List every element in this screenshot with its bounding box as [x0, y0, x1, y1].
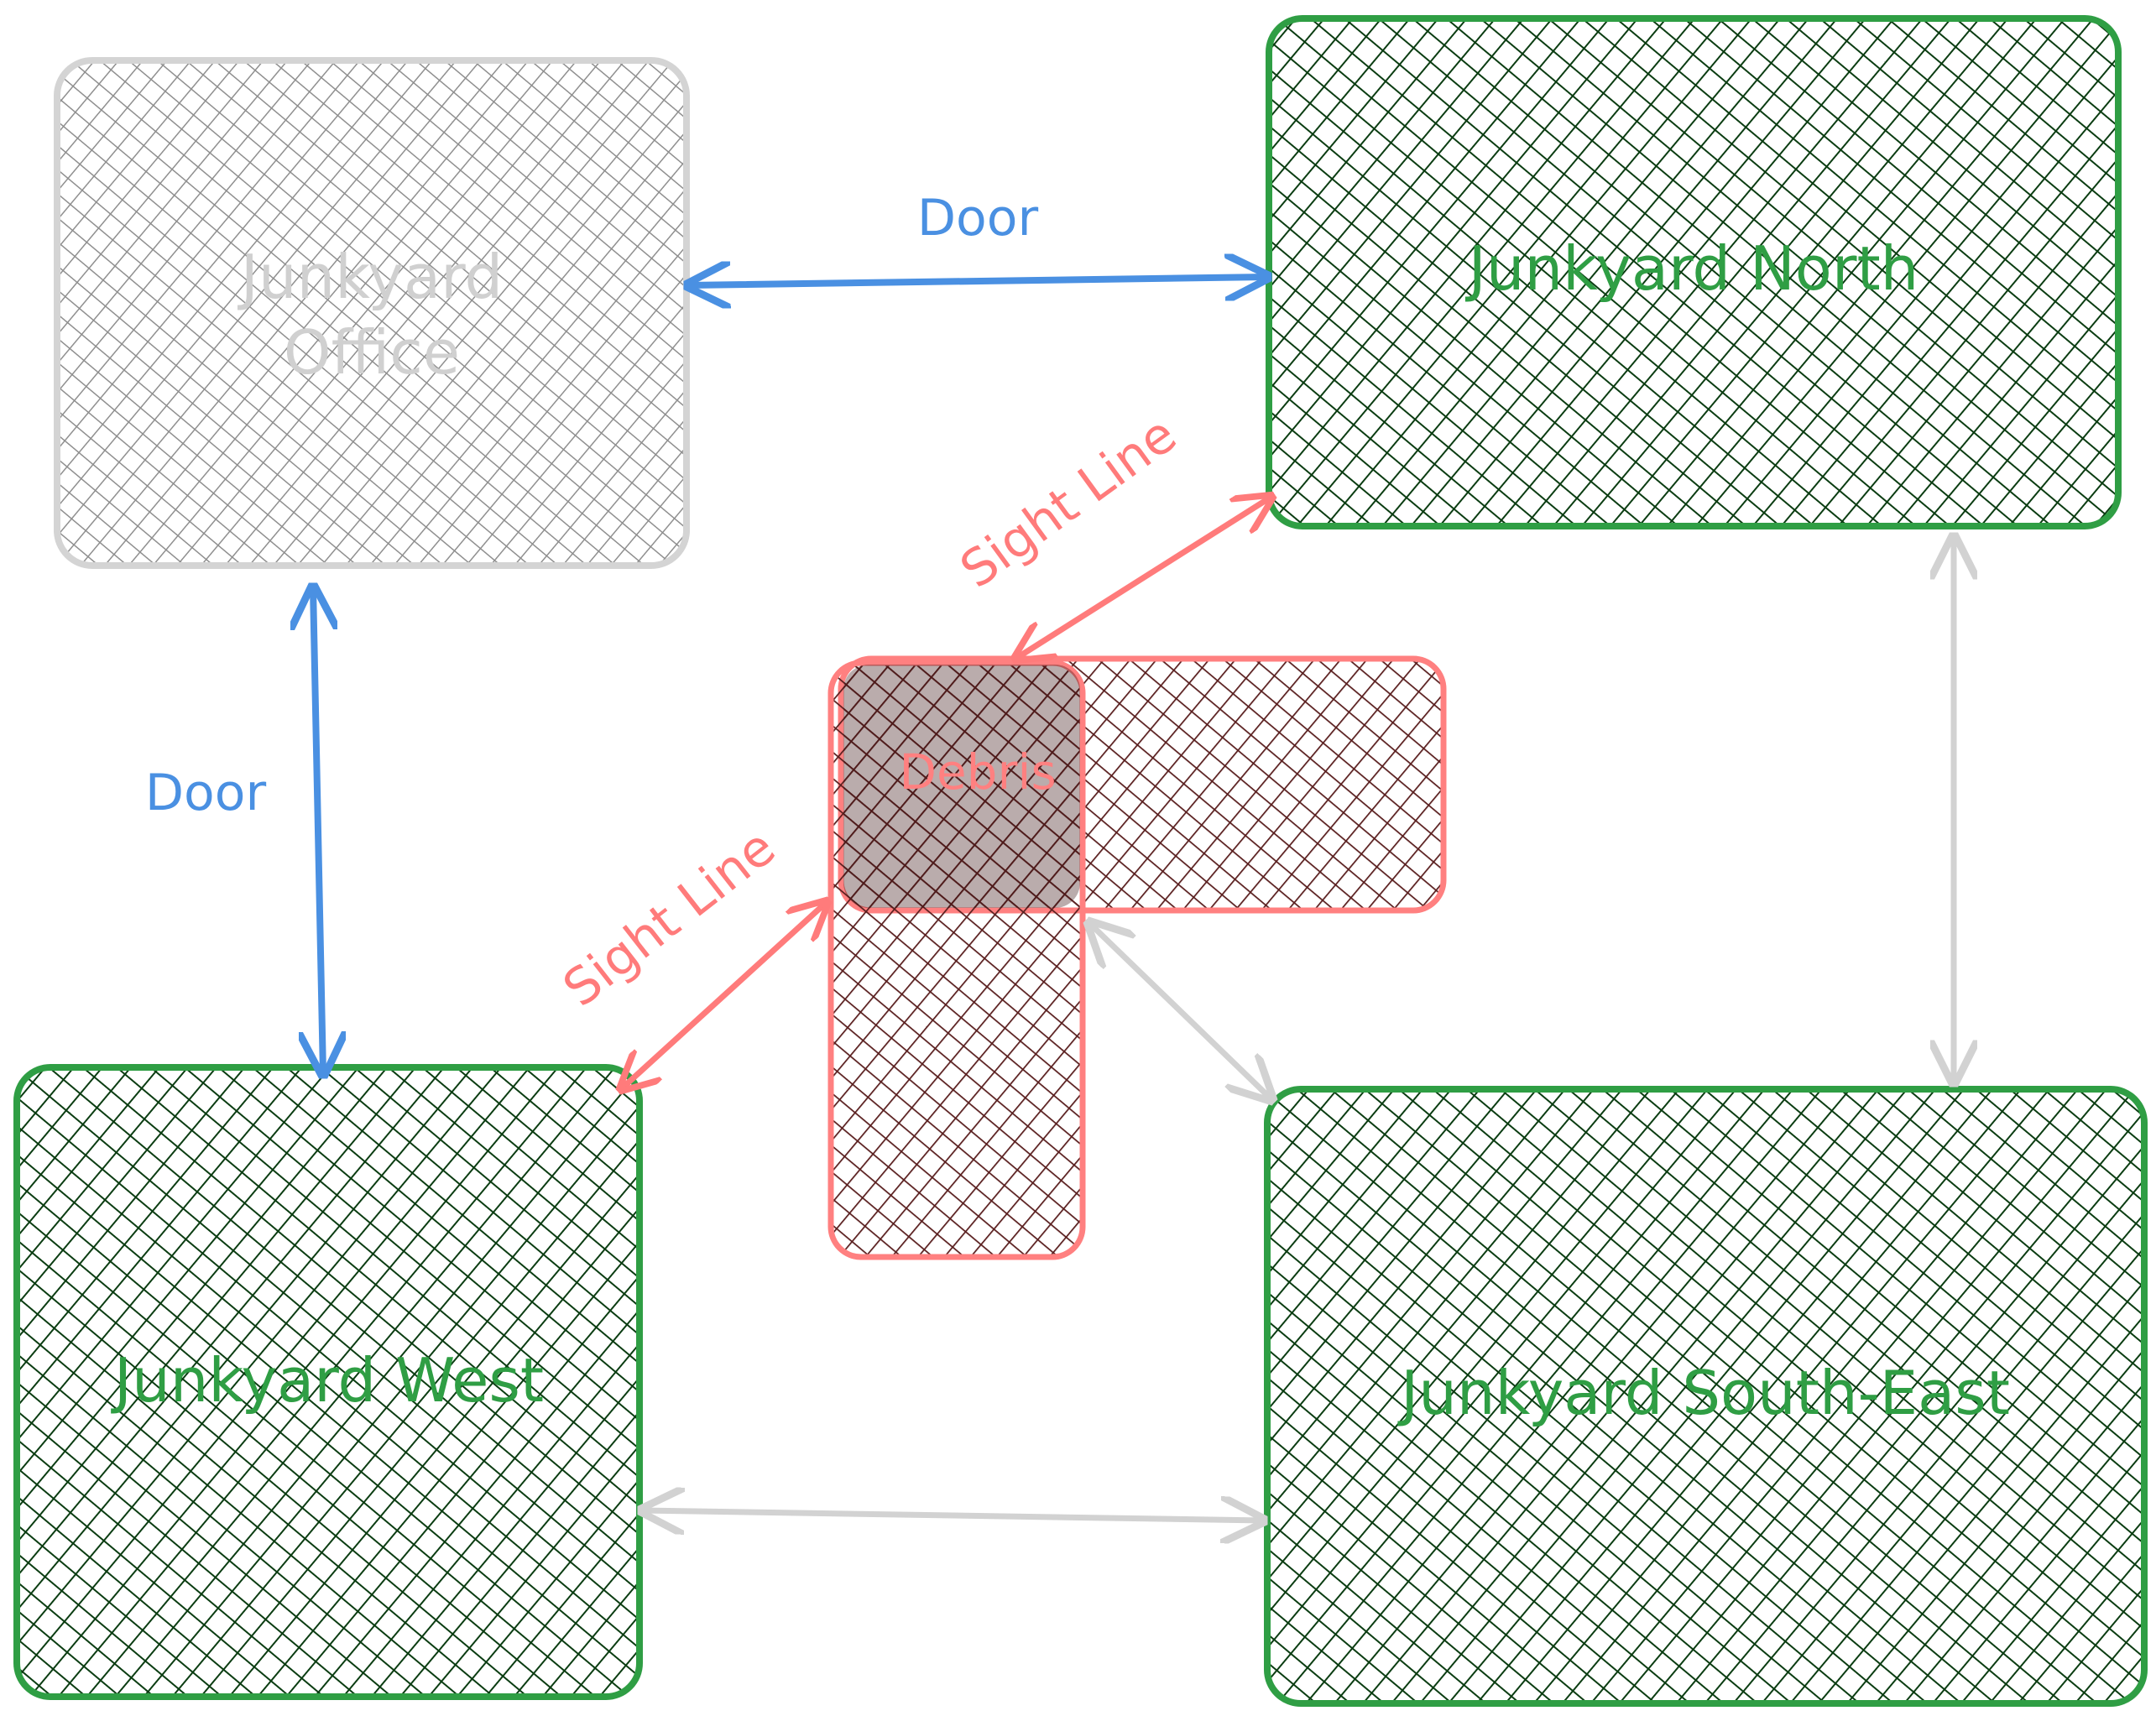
north-label: Junkyard North [1465, 233, 1919, 304]
office-label-line1: Junkyard [238, 242, 503, 312]
door-label-left: Door [145, 764, 267, 822]
edge-sight-debris-west[interactable]: Sight Line [553, 818, 827, 1089]
edge-sight-debris-north[interactable]: Sight Line [950, 405, 1271, 659]
office-label-line2: Office [284, 317, 460, 388]
southeast-label: Junkyard South-East [1397, 1358, 2010, 1428]
door-arrow-left [313, 587, 323, 1074]
room-junkyard-office[interactable]: Junkyard Office [54, 57, 690, 569]
room-junkyard-west[interactable]: Junkyard West [13, 1064, 643, 1700]
sight-arrow-upper [1015, 497, 1271, 659]
edge-door-office-north[interactable]: Door [688, 189, 1267, 285]
sight-label-lower: Sight Line [553, 818, 786, 1019]
door-arrow-top [688, 277, 1267, 285]
edge-door-office-west[interactable]: Door [145, 587, 323, 1074]
debris-label: Debris [899, 743, 1056, 801]
path-west-southeast[interactable] [642, 1510, 1263, 1520]
office-box [54, 57, 690, 569]
room-junkyard-southeast[interactable]: Junkyard South-East [1264, 1086, 2148, 1707]
debris-overlap [843, 665, 1080, 908]
door-label-top: Door [917, 189, 1039, 248]
path-debris-southeast[interactable] [1089, 923, 1271, 1099]
room-junkyard-north[interactable]: Junkyard North [1266, 15, 2122, 529]
southeast-box [1264, 1086, 2148, 1707]
west-label: Junkyard West [111, 1345, 544, 1416]
sight-arrow-lower [621, 902, 827, 1089]
